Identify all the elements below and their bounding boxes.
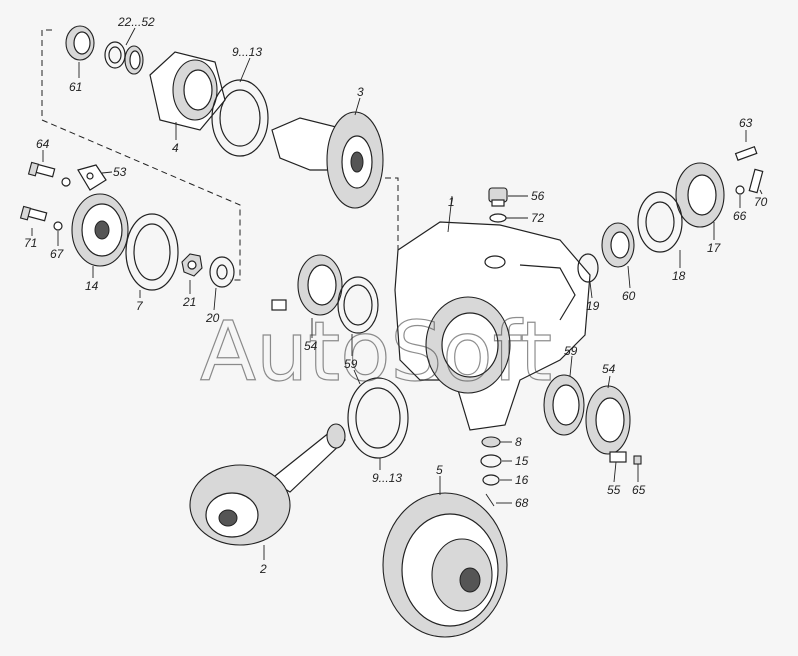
label-70: 70 (754, 195, 768, 209)
part-60-bearing (601, 222, 635, 268)
label-5: 5 (436, 463, 443, 477)
part-72-washer (489, 213, 507, 223)
part-54-adjusting-nut-left (297, 254, 343, 316)
part-20-lock-washer (209, 256, 235, 288)
label-54-left: 54 (304, 339, 318, 353)
watermark: AutoSoft (200, 305, 552, 400)
label-7: 7 (136, 299, 144, 313)
part-1-axle-housing (394, 221, 591, 431)
part-61-seal (65, 25, 95, 61)
label-16: 16 (515, 473, 529, 487)
label-66: 66 (733, 209, 747, 223)
label-55: 55 (607, 483, 621, 497)
label-59-left: 59 (344, 357, 358, 371)
label-8: 8 (515, 435, 522, 449)
label-61: 61 (69, 80, 82, 94)
label-54-right: 54 (602, 362, 616, 376)
label-72: 72 (531, 211, 545, 225)
label-9-13-top: 9...13 (232, 45, 262, 59)
part-71-bolt (19, 205, 48, 222)
part-3-drive-pinion (271, 111, 384, 209)
label-1: 1 (448, 195, 455, 209)
part-15-lock-washer (480, 454, 502, 468)
part-66-washer (735, 185, 745, 195)
label-21: 21 (182, 295, 196, 309)
assembly-guide-line-right (385, 177, 399, 250)
part-19-ring (577, 253, 599, 283)
label-2: 2 (259, 562, 267, 576)
part-17-flange-cover (675, 162, 725, 228)
part-2-interaxle-differential (189, 423, 347, 546)
part-55-lock-plate (609, 451, 627, 463)
label-65: 65 (632, 483, 646, 497)
part-16-ring (482, 474, 500, 486)
part-washer-small (61, 177, 71, 187)
label-14: 14 (85, 279, 99, 293)
assembly-guide-line (41, 29, 241, 281)
label-67: 67 (50, 247, 65, 261)
part-59-bearing-cup-right (543, 374, 585, 436)
part-22-52-shims (104, 41, 144, 75)
part-54-adjusting-nut-right (585, 385, 631, 455)
label-64: 64 (36, 137, 50, 151)
part-56-breather (488, 187, 508, 207)
label-68: 68 (515, 496, 529, 510)
part-68-pin (485, 493, 495, 507)
part-8-washer (481, 436, 501, 448)
label-4: 4 (172, 141, 179, 155)
label-9-13-lower: 9...13 (372, 471, 402, 485)
part-53-lock-plate (77, 164, 107, 191)
part-70-bolt (748, 168, 764, 194)
label-18: 18 (672, 269, 686, 283)
part-64-bolt (27, 161, 56, 178)
part-14-cover (71, 193, 129, 267)
label-3: 3 (357, 85, 364, 99)
label-53: 53 (113, 165, 127, 179)
part-59-bearing-cup-left (337, 276, 379, 334)
part-63-bolt (734, 145, 758, 161)
part-9-13-shim-lower (347, 377, 409, 459)
part-lock-plate-left (271, 299, 287, 311)
label-59-right: 59 (564, 344, 578, 358)
label-17: 17 (707, 241, 722, 255)
label-22-52: 22...52 (117, 15, 155, 29)
leader-lines (31, 27, 763, 560)
label-71: 71 (24, 236, 37, 250)
label-19: 19 (586, 299, 600, 313)
label-56: 56 (531, 189, 545, 203)
part-21-nut (181, 253, 203, 277)
part-5-differential-ring-gear (382, 492, 508, 638)
part-9-13-shim-top (211, 79, 269, 157)
label-15: 15 (515, 454, 529, 468)
label-63: 63 (739, 116, 753, 130)
part-7-gasket (125, 213, 179, 291)
part-labels: 61 22...52 9...13 3 4 64 53 71 67 14 7 2… (24, 15, 768, 576)
label-60: 60 (622, 289, 636, 303)
label-20: 20 (205, 311, 220, 325)
part-4-bearing-housing (149, 51, 226, 131)
part-18-gasket (637, 191, 683, 253)
part-65-bolt (633, 455, 642, 465)
part-67-washer (53, 221, 63, 231)
